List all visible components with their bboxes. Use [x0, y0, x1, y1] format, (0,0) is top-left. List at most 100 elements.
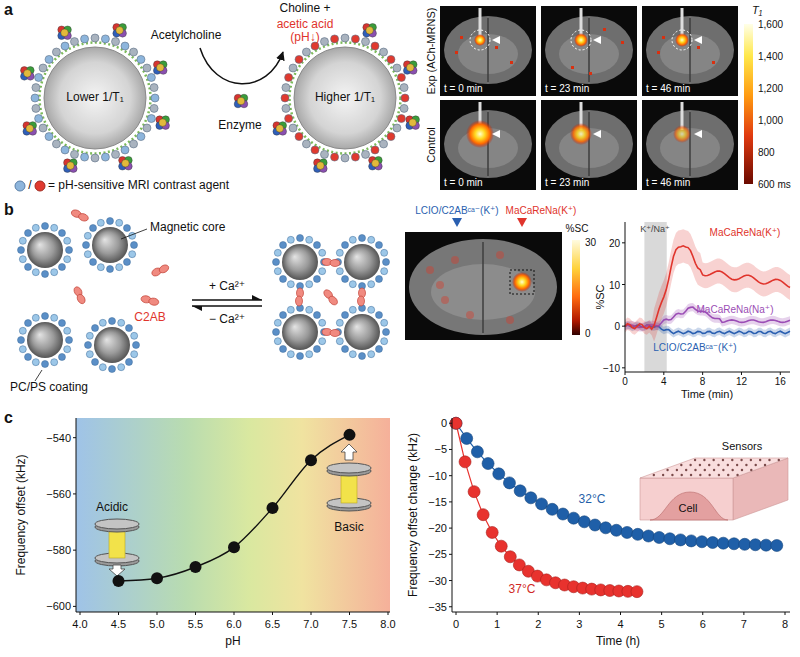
- colorbar-tick: 1,200: [758, 83, 783, 94]
- contrast-agent-dot: [371, 42, 379, 50]
- time-stamp: t = 46 min: [646, 177, 690, 188]
- particle-core: Lower 1/T₁: [43, 46, 147, 150]
- magnetic-core: [27, 322, 63, 358]
- disk-top: [327, 463, 371, 473]
- c2-domain: [358, 296, 365, 306]
- tick-label: −35: [428, 601, 447, 613]
- sensor-dot: [768, 459, 770, 461]
- tick-mark: [73, 606, 76, 607]
- sensor-dot: [712, 459, 714, 461]
- injection-marker-red: [517, 218, 527, 227]
- leader-line: [121, 229, 147, 239]
- tick-label: −560: [46, 488, 71, 500]
- coating-lipid: [287, 351, 294, 358]
- data-point-37c: [486, 526, 498, 538]
- contrast-agent-dot: [70, 150, 78, 158]
- contrast-agent-dot: [351, 35, 359, 43]
- tick-label: 4.5: [111, 618, 126, 630]
- enzyme-symbol: [58, 26, 72, 40]
- signal-speckle: [460, 36, 463, 39]
- colorbar-tick: 30: [585, 237, 596, 248]
- coating-lipid: [42, 361, 49, 368]
- coating-lipid: [313, 275, 320, 282]
- sensor-dot: [708, 474, 710, 476]
- contrast-agent-dot: [52, 140, 60, 148]
- tick-label: −540: [46, 432, 71, 444]
- c2ab-protein: [140, 295, 159, 306]
- enzyme-symbol: [273, 122, 287, 136]
- contrast-agent-dot: [362, 38, 370, 46]
- coating-lipid: [273, 259, 280, 266]
- mri-slice: [541, 100, 637, 190]
- tick-label: −15: [428, 496, 447, 508]
- brain-section: [646, 16, 734, 84]
- tick-mark: [743, 612, 744, 615]
- axis-title: pH: [225, 635, 240, 648]
- coating-lipid: [381, 319, 388, 326]
- data-point-37c: [468, 486, 480, 498]
- sensor-dot: [750, 459, 752, 461]
- coating-lipid: [280, 345, 287, 352]
- tick-mark: [449, 528, 452, 529]
- data-point-32c: [461, 432, 473, 444]
- c2ab-protein: [321, 288, 339, 306]
- tick-mark: [118, 612, 119, 615]
- cell-sensor-inset: [640, 458, 788, 520]
- data-point-32c: [749, 539, 761, 551]
- enzyme-symbol: [406, 116, 420, 130]
- contrast-agent-dot: [351, 153, 359, 161]
- coating-lipid: [359, 353, 366, 360]
- enzyme-symbol: [21, 67, 35, 81]
- sensor-dot: [699, 464, 701, 466]
- tick-mark: [234, 612, 235, 615]
- product-label: acetic acid (pH↓): [269, 18, 341, 44]
- contrast-agent-dot: [101, 35, 109, 43]
- sensor-dot: [717, 464, 719, 466]
- signal-speckle: [466, 311, 474, 319]
- data-point-37c: [495, 540, 507, 552]
- row-label: Control: [425, 127, 437, 162]
- data-point: [113, 575, 125, 587]
- c2ab-protein: [296, 288, 304, 306]
- coating-lipid: [64, 256, 71, 263]
- tick-label: −10: [428, 470, 447, 482]
- contrast-agent-dot: [285, 115, 293, 123]
- coating-lipid: [64, 327, 71, 334]
- c2ab-protein: [70, 209, 90, 223]
- coating-lipid: [19, 346, 26, 353]
- tick-mark: [449, 606, 452, 607]
- coating-lipid: [306, 351, 313, 358]
- contrast-agent-dot: [112, 38, 120, 46]
- coating-lipid: [368, 351, 375, 358]
- contrast-agent-dot: [341, 34, 349, 42]
- coating-lipid: [319, 249, 326, 256]
- data-point-37c: [459, 456, 471, 468]
- product-label: Choline +: [279, 2, 330, 15]
- nanoparticle: [273, 235, 328, 290]
- enzyme-subunit: [237, 97, 245, 105]
- signal-hotspot: [474, 34, 486, 46]
- contrast-agent-dot: [52, 48, 60, 56]
- legend-dot-blue: [15, 181, 25, 191]
- part-label: Magnetic core: [150, 221, 225, 234]
- coating-lipid: [131, 242, 138, 249]
- tick-label: −30: [428, 574, 447, 586]
- data-point-32c: [493, 468, 505, 480]
- coating-lipid: [109, 318, 116, 325]
- coating-lipid: [319, 268, 326, 275]
- sensor-dot: [699, 474, 701, 476]
- tick-mark: [622, 242, 625, 243]
- coating-lipid: [84, 232, 91, 239]
- contrast-agent-dot: [401, 94, 409, 102]
- contrast-agent-dot: [91, 34, 99, 42]
- magnetic-core: [94, 327, 130, 363]
- mri-slice: [440, 6, 536, 96]
- row-label: Exp (ACh-MRNS): [425, 8, 437, 95]
- tick-mark: [702, 372, 703, 375]
- nanoparticle: [335, 235, 390, 290]
- axis-title: Time (min): [681, 388, 733, 400]
- data-point-32c: [610, 524, 622, 536]
- coating-lipid: [306, 306, 313, 313]
- time-stamp: t = 0 min: [444, 177, 483, 188]
- contrast-agent-dot: [302, 48, 310, 56]
